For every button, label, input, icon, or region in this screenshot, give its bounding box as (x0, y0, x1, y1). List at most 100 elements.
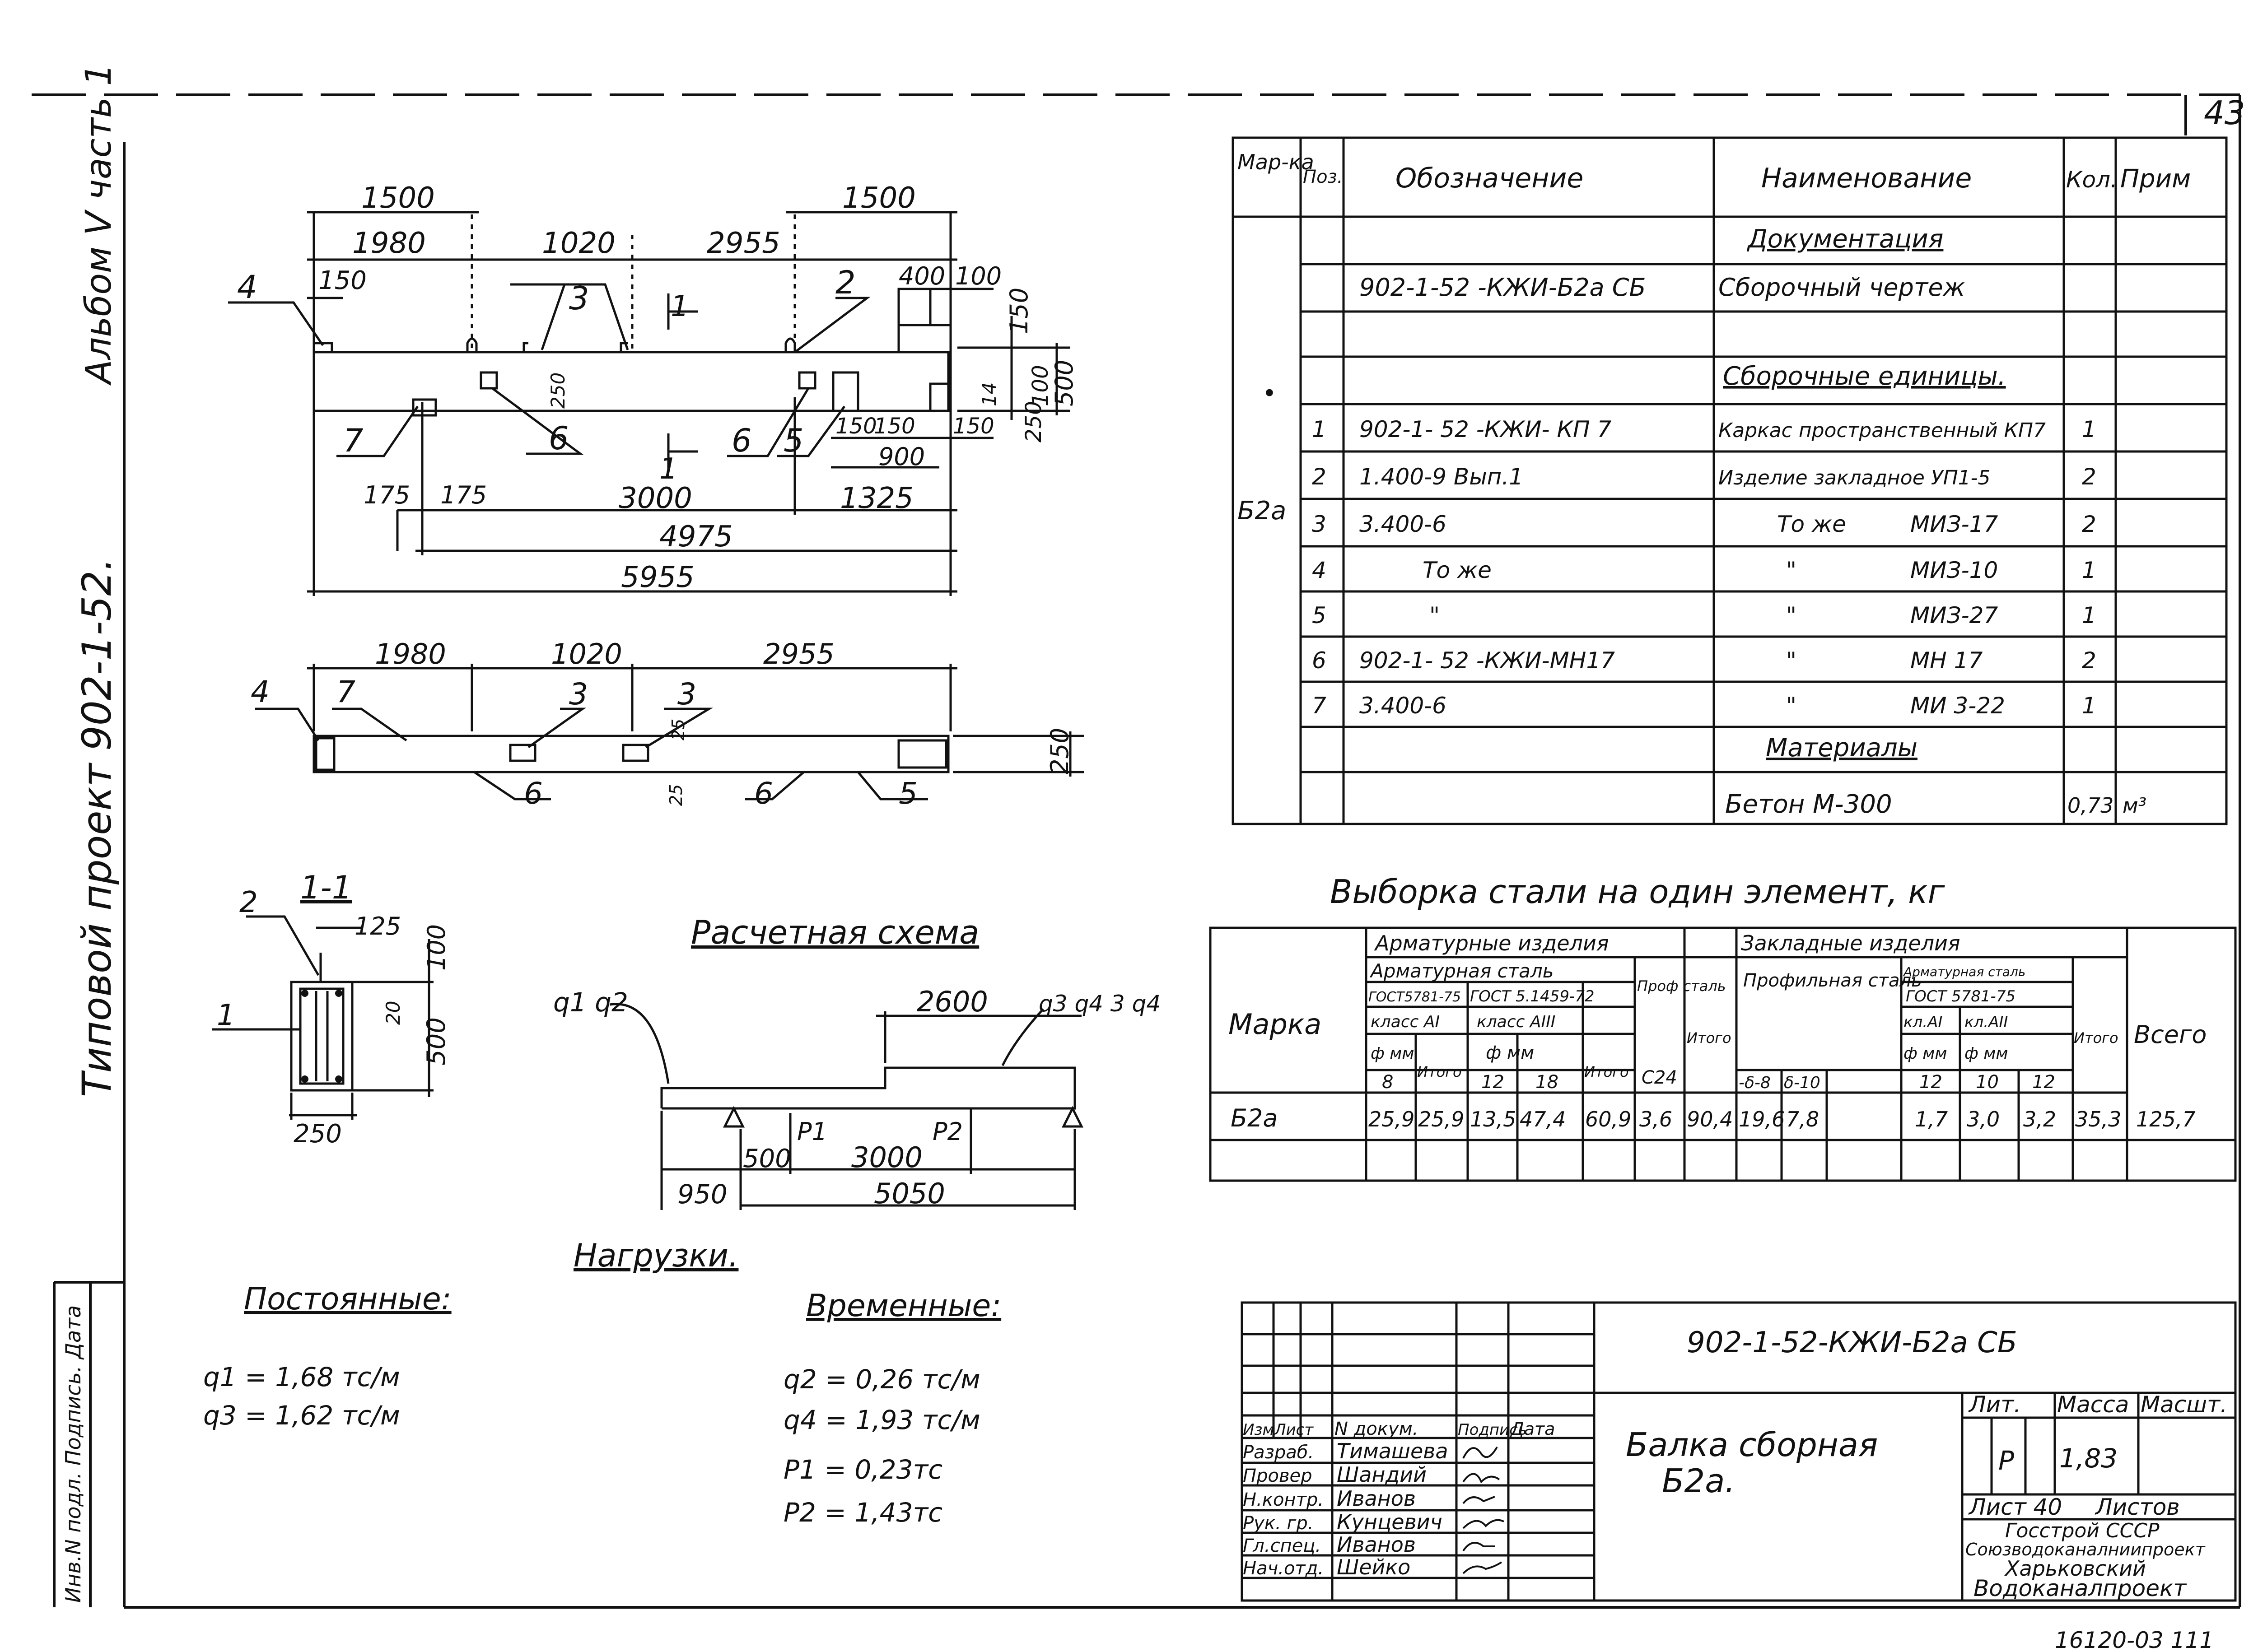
spec-row-qty: 1 (2082, 557, 2096, 583)
steel-header-rebar-steel2: Арматурная сталь (1903, 964, 2025, 979)
steel-cell: 47,4 (1520, 1107, 1566, 1131)
spec-section-documents: Документация (1746, 224, 1943, 254)
dim: 500 (1050, 360, 1078, 406)
steel-header-itogo1: Итого (1417, 1063, 1462, 1080)
spec-row: 1 902-1- 52 -КЖИ- КП 7 Каркас пространст… (1312, 416, 2096, 442)
spec-table: Мар-ка Поз. Обозначение Наименование Кол… (1232, 136, 2228, 825)
steel-header-mark: Марка (1228, 1008, 1321, 1041)
tb-signatures (1462, 1447, 1504, 1574)
tb-role: Разраб. (1243, 1442, 1314, 1463)
dim: 950 (677, 1179, 728, 1210)
tb-scale-header: Масшт. (2141, 1391, 2227, 1418)
spec-row-name: " (1786, 693, 1796, 719)
steel-table: Марка Арматурные изделия Арматурная стал… (1209, 926, 2237, 1182)
steel-title: Выборка стали на один элемент, кг (1330, 873, 1945, 911)
calc-title: Расчетная схема (691, 913, 979, 951)
callout-6: 6 (732, 422, 752, 459)
tb-person: Тимашева (1337, 1439, 1448, 1463)
spec-row-pos: 7 (1312, 693, 1326, 719)
steel-cell: 35,3 (2075, 1107, 2121, 1131)
spec-header-mark: Мар-ка (1237, 150, 1314, 174)
dim: 1500 (361, 181, 435, 215)
loads-title: Нагрузки. (574, 1237, 738, 1274)
beam-elevation: 1500 1500 1980 1020 2955 150 400 100 150… (228, 181, 1078, 596)
loads-permanent-title: Постоянные: (244, 1281, 452, 1317)
dim: 1500 (842, 181, 916, 215)
load-q2: q2 = 0,26 тс/м (784, 1364, 980, 1395)
spec-row-qty: 1 (2082, 602, 2096, 628)
spec-row-qty: 2 (2082, 647, 2096, 674)
dim: 2955 (763, 638, 835, 670)
callout-2: 2 (239, 886, 258, 919)
spec-row-pos: 1 (1312, 416, 1326, 442)
tb-roles: Разраб. Провер Н.контр. Рук. гр. Гл.спец… (1243, 1442, 1324, 1579)
callout-6: 6 (754, 776, 773, 811)
steel-e10: 10 (1976, 1072, 1999, 1093)
calc-scheme: Расчетная схема q1 q2 q3 q4 3 q4 P1 P2 2… (553, 913, 1161, 1210)
dim: 900 (878, 442, 925, 471)
spec-row-name: " (1786, 557, 1796, 583)
tb-code: 902-1-52-КЖИ-Б2а СБ (1687, 1326, 2017, 1359)
steel-header-itogo3: Итого (1687, 1029, 1731, 1047)
calc-p1: P1 (797, 1117, 827, 1146)
tb-role: Провер (1243, 1466, 1312, 1486)
steel-cell: 3,2 (2023, 1107, 2056, 1131)
steel-header-embedded: Закладные изделия (1741, 931, 1960, 955)
plan-callouts: 4 7 3 3 6 6 5 (251, 675, 918, 811)
rebar-dot (335, 990, 342, 997)
steel-d12: 12 (1481, 1072, 1504, 1093)
page-number: 43 (2204, 94, 2245, 132)
steel-cell: 7,8 (1786, 1107, 1819, 1131)
callout-7: 7 (336, 675, 355, 709)
steel-header-gost3: ГОСТ 5781-75 (1906, 987, 2015, 1005)
tb-lit: Р (1998, 1445, 2014, 1476)
spec-row-pos: 4 (1312, 557, 1326, 583)
tb-sheet: Лист 40 (1968, 1494, 2062, 1520)
callout-6: 6 (549, 420, 569, 457)
tb-h-sign: Подпись (1458, 1421, 1527, 1439)
tb-person: Кунцевич (1337, 1510, 1442, 1534)
callout-3: 3 (677, 677, 696, 712)
steel-cell: 60,9 (1585, 1107, 1631, 1131)
dim: 150 (953, 414, 994, 439)
steel-header-class1: класс АI (1371, 1013, 1440, 1031)
steel-header-d8: -δ-8 (1739, 1074, 1771, 1092)
steel-row-mark: Б2а (1231, 1104, 1278, 1132)
dim: 100 (422, 924, 451, 971)
callout-6: 6 (524, 776, 543, 811)
tb-role: Рук. гр. (1243, 1513, 1314, 1534)
steel-header-fmm3: ф мм (1903, 1044, 1947, 1063)
tb-sheets: Листов (2095, 1494, 2180, 1520)
steel-d8: 8 (1382, 1072, 1393, 1093)
dim: 100 (955, 262, 1002, 290)
steel-header-class2: класс АIII (1477, 1013, 1555, 1031)
tb-person: Шейко (1337, 1555, 1410, 1579)
spec-header-name: Наименование (1761, 163, 1972, 194)
tb-name-line1: Балка сборная (1626, 1426, 1878, 1464)
dim: 175 (364, 481, 410, 509)
load-q1: q1 = 1,68 тс/м (203, 1362, 400, 1392)
spec-header-note: Прим (2120, 164, 2191, 194)
dim: 2955 (707, 227, 780, 260)
beam-plan: 1980 1020 2955 250 25 25 4 7 3 3 6 6 5 (251, 638, 1084, 811)
tb-person: Шандий (1337, 1462, 1427, 1487)
dim: 3000 (851, 1141, 923, 1174)
spec-row-designation: 3.400-6 (1359, 693, 1446, 719)
spec-header-designation: Обозначение (1395, 163, 1583, 194)
steel-header-itogo4: Итого (2074, 1029, 2118, 1047)
spec-row-name: " (1786, 647, 1796, 674)
spec-bullet: • (1262, 379, 1277, 408)
tb-person: Иванов (1337, 1486, 1416, 1511)
sheet-frame (32, 93, 2241, 1609)
dim: 4975 (659, 520, 733, 554)
dim: 150 (835, 414, 877, 439)
spec-row-qty: 2 (2082, 511, 2096, 537)
callout-7: 7 (343, 422, 364, 459)
tb-lit-header: Лит. (1968, 1391, 2021, 1418)
spec-row-name: Каркас пространственный КП7 (1718, 419, 2046, 442)
steel-header-d10: δ-10 (1784, 1074, 1820, 1092)
tb-h-doc: N докум. (1334, 1419, 1418, 1439)
spec-row: 7 3.400-6 " МИ 3-22 1 (1312, 693, 2096, 719)
